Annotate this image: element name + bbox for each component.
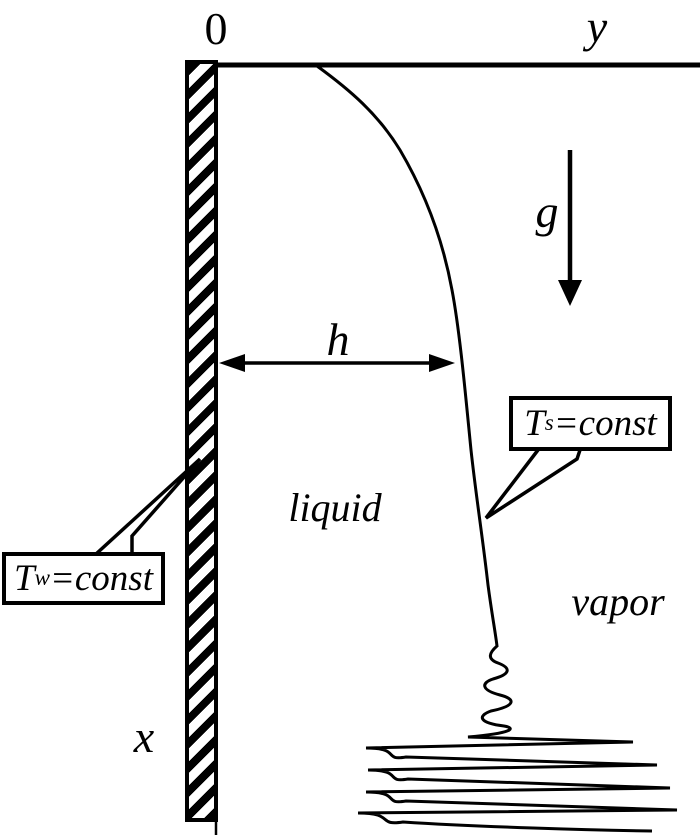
- tw-base: T: [14, 558, 35, 599]
- liquid-region-label: liquid: [288, 485, 382, 530]
- h-arrow-right-head-icon: [429, 354, 455, 372]
- film-interface-curve: [316, 64, 678, 833]
- vertical-wall-hatched: [185, 60, 218, 822]
- tw-rest: =const: [49, 558, 153, 599]
- gravity-arrow-head-icon: [558, 280, 582, 306]
- film-thickness-label: h: [326, 314, 350, 365]
- h-arrow-left-head-icon: [219, 354, 245, 372]
- tw-callout-tail: [94, 457, 202, 556]
- y-axis-label: y: [586, 1, 608, 52]
- ts-callout-tail: [484, 448, 582, 520]
- gravity-label: g: [535, 186, 559, 237]
- ts-rest: =const: [553, 403, 657, 444]
- tw-subscript: w: [34, 565, 50, 591]
- x-axis-label: x: [133, 711, 155, 762]
- ts-base: T: [524, 403, 545, 444]
- vapor-region-label: vapor: [571, 579, 665, 624]
- ts-subscript: s: [544, 410, 554, 436]
- origin-label: 0: [204, 3, 228, 54]
